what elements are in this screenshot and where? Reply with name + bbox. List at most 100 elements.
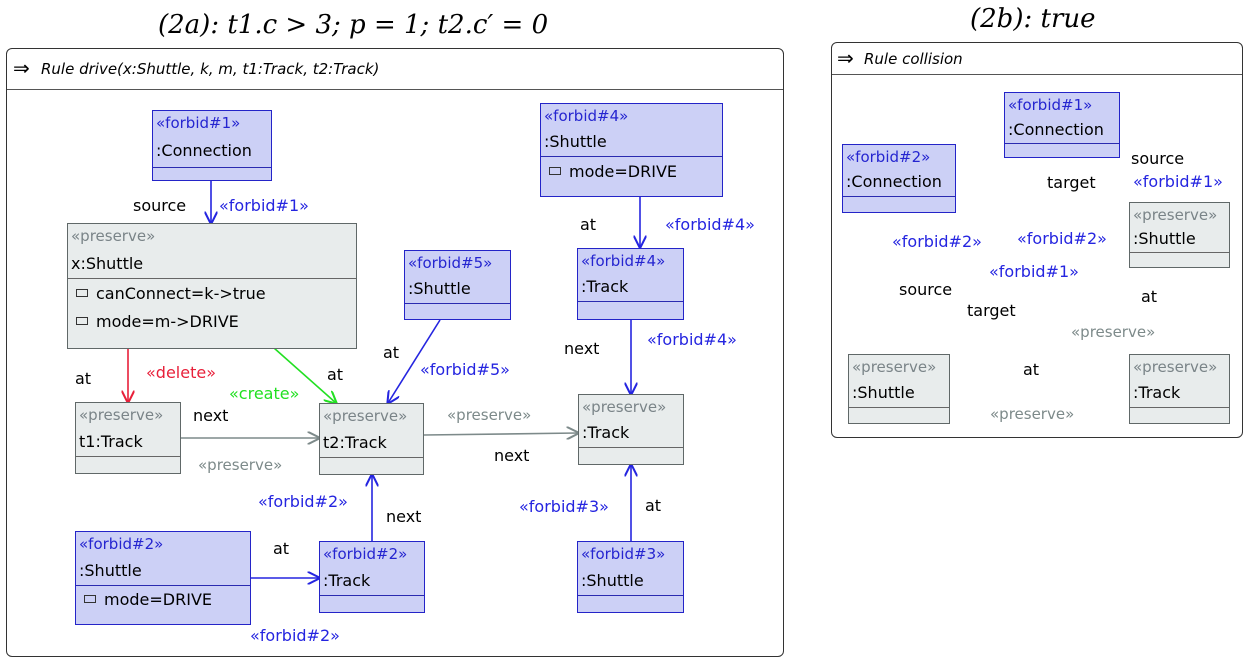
label-at-delete: at <box>75 369 92 388</box>
node-name: :Connection <box>156 141 252 160</box>
edge-xshuttle-create-at-t2 <box>273 347 336 403</box>
label-next-f4: next <box>564 339 600 358</box>
label-at-f2: at <box>273 539 290 558</box>
node-name: x:Shuttle <box>71 254 144 273</box>
attribute-icon <box>549 166 561 175</box>
attribute-canconnect: canConnect=k->true <box>76 284 266 303</box>
compartment-divider <box>405 303 510 304</box>
attribute-mode: mode=DRIVE <box>84 590 212 609</box>
compartment-divider <box>320 457 423 458</box>
node-t1-track[interactable]: «preserve» t1:Track <box>75 402 181 474</box>
stereotype-label: «forbid#2» <box>323 545 408 563</box>
stereotype-label: «forbid#1» <box>156 114 241 132</box>
label-b-forbid1-right: «forbid#1» <box>1133 172 1223 191</box>
rule-drive-header: ⇒ Rule drive(x:Shuttle, k, m, t1:Track, … <box>7 49 783 90</box>
compartment-divider <box>320 595 424 596</box>
node-track-forbid2[interactable]: «forbid#2» :Track <box>319 541 425 613</box>
compartment-divider <box>849 407 949 408</box>
label-b-forbid2-a: «forbid#2» <box>892 232 982 251</box>
attribute-mode: mode=DRIVE <box>549 162 677 181</box>
node-t2-track[interactable]: «preserve» t2:Track <box>319 403 424 475</box>
attribute-icon <box>84 594 96 603</box>
label-b-forbid2-b: «forbid#2» <box>1017 229 1107 248</box>
node-track-forbid4[interactable]: «forbid#4» :Track <box>577 248 684 320</box>
label-forbid4-mid: «forbid#4» <box>647 330 737 349</box>
node-name: :Track <box>582 423 630 442</box>
stereotype-label: «forbid#3» <box>581 545 666 563</box>
rule-arrow-icon: ⇒ <box>13 56 30 80</box>
caption-2a: (2a): t1.c > 3; p = 1; t2.c′ = 0 <box>158 10 549 40</box>
label-b-preserve-right: «preserve» <box>1071 323 1156 341</box>
stereotype-label: «forbid#2» <box>846 148 931 166</box>
node-name: :Shuttle <box>79 561 142 580</box>
stereotype-label: «forbid#5» <box>408 254 493 272</box>
node-name: :Shuttle <box>544 132 607 151</box>
label-forbid2-bottom: «forbid#2» <box>250 626 340 645</box>
label-b-source-mid: source <box>899 280 953 299</box>
edge-t2-next-trackp <box>423 433 578 435</box>
node-name: :Shuttle <box>581 571 644 590</box>
node-shuttle-forbid3[interactable]: «forbid#3» :Shuttle <box>577 541 684 613</box>
stereotype-label: «preserve» <box>79 406 164 424</box>
stereotype-label: «preserve» <box>582 398 667 416</box>
node-shuttle-forbid4[interactable]: «forbid#4» :Shuttle mode=DRIVE <box>540 103 723 197</box>
label-preserve-t1: «preserve» <box>198 456 283 474</box>
compartment-divider <box>1130 252 1229 253</box>
node-shuttle-forbid5[interactable]: «forbid#5» :Shuttle <box>404 250 511 320</box>
label-at-f5: at <box>383 343 400 362</box>
label-b-at-right: at <box>1141 287 1158 306</box>
node-name: :Connection <box>1008 120 1104 139</box>
attribute-icon <box>76 316 88 325</box>
label-at-create: at <box>327 365 344 384</box>
node-name: :Shuttle <box>1133 229 1196 248</box>
rule-collision-title: Rule collision <box>864 50 963 68</box>
compartment-divider <box>541 156 722 157</box>
node-name: :Shuttle <box>408 279 471 298</box>
compartment-divider <box>76 585 250 586</box>
rule-collision-header: ⇒ Rule collision <box>832 43 1242 75</box>
stereotype-label: «preserve» <box>852 358 937 376</box>
attribute-icon <box>76 288 88 297</box>
label-b-at-bottom: at <box>1023 360 1040 379</box>
node-name: :Shuttle <box>852 383 915 402</box>
node-name: :Connection <box>846 172 942 191</box>
stereotype-label: «forbid#1» <box>1008 96 1093 114</box>
label-forbid3: «forbid#3» <box>519 497 609 516</box>
label-b-target-mid: target <box>967 301 1016 320</box>
label-forbid5: «forbid#5» <box>420 360 510 379</box>
label-preserve-t2: «preserve» <box>447 406 532 424</box>
label-next-t1: next <box>193 406 229 425</box>
node-x-shuttle[interactable]: «preserve» x:Shuttle canConnect=k->true … <box>67 223 357 349</box>
label-forbid2-up: «forbid#2» <box>258 492 348 511</box>
label-b-forbid1-mid: «forbid#1» <box>989 262 1079 281</box>
attribute-text: mode=DRIVE <box>104 590 212 609</box>
label-create: «create» <box>229 384 300 403</box>
label-b-target-top: target <box>1047 173 1096 192</box>
rule-drive-title: Rule drive(x:Shuttle, k, m, t1:Track, t2… <box>41 60 380 78</box>
node-b-shuttle-left[interactable]: «preserve» :Shuttle <box>848 354 950 424</box>
label-at-f3: at <box>645 496 662 515</box>
stereotype-label: «forbid#4» <box>581 252 666 270</box>
node-connection-forbid1[interactable]: «forbid#1» :Connection <box>152 110 272 181</box>
label-source: source <box>133 196 187 215</box>
label-next-f2: next <box>386 507 422 526</box>
compartment-divider <box>1005 143 1119 144</box>
attribute-mode: mode=m->DRIVE <box>76 312 239 331</box>
node-b-track[interactable]: «preserve» :Track <box>1129 354 1230 424</box>
edge-shuttlef5-at-t2 <box>388 319 441 403</box>
node-name: :Track <box>1133 383 1181 402</box>
compartment-divider <box>843 196 955 197</box>
node-track-preserve[interactable]: «preserve» :Track <box>578 394 684 465</box>
node-b-shuttle-right[interactable]: «preserve» :Shuttle <box>1129 202 1230 268</box>
node-shuttle-forbid2[interactable]: «forbid#2» :Shuttle mode=DRIVE <box>75 531 251 625</box>
node-b-connection-forbid1[interactable]: «forbid#1» :Connection <box>1004 92 1120 158</box>
node-b-connection-forbid2[interactable]: «forbid#2» :Connection <box>842 144 956 213</box>
compartment-divider <box>578 301 683 302</box>
attribute-text: canConnect=k->true <box>96 284 266 303</box>
caption-2b: (2b): true <box>970 4 1096 34</box>
label-forbid1: «forbid#1» <box>219 196 309 215</box>
stereotype-label: «preserve» <box>1133 358 1218 376</box>
node-name: t1:Track <box>79 432 143 451</box>
node-name: :Track <box>581 277 629 296</box>
label-delete: «delete» <box>146 363 216 382</box>
